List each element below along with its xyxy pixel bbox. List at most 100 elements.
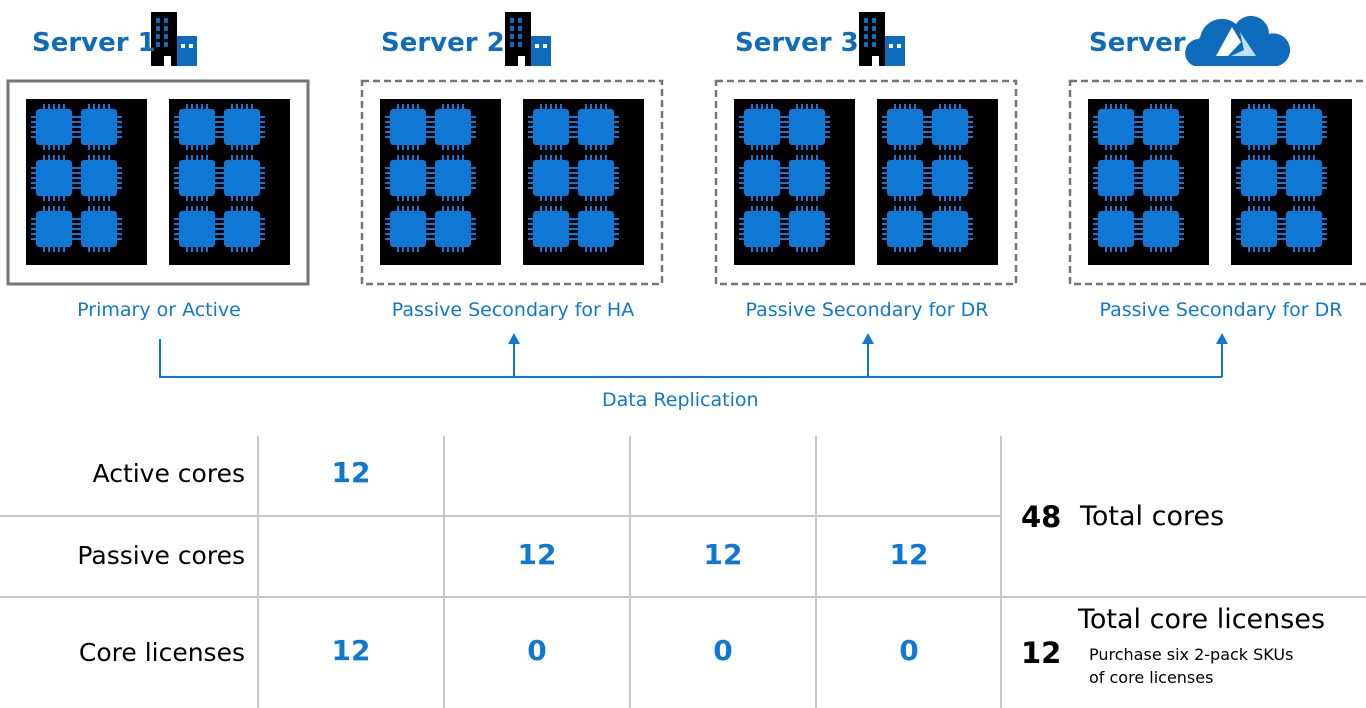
cell-licenses-server-4: 0 xyxy=(899,634,919,667)
cpu-core-icon xyxy=(1236,104,1282,150)
cpu-core-icon xyxy=(1138,104,1184,150)
cpu-core-icon xyxy=(76,206,122,252)
server-1 xyxy=(6,12,310,286)
cpu-core-icon xyxy=(1138,155,1184,201)
cpu-core-icon xyxy=(739,104,785,150)
processor-board-2 xyxy=(1231,99,1352,265)
cpu-core-icon xyxy=(385,206,431,252)
total-core-licenses-value: 12 xyxy=(1021,636,1062,670)
processor-board-1 xyxy=(1088,99,1209,265)
cpu-core-icon xyxy=(1093,206,1139,252)
cpu-core-icon xyxy=(784,104,830,150)
processor-board-2 xyxy=(523,99,644,265)
cell-passive-server-2: 12 xyxy=(517,538,557,571)
cpu-core-icon xyxy=(528,206,574,252)
cpu-core-icon xyxy=(573,206,619,252)
total-cores-label: Total cores xyxy=(1080,501,1225,532)
table-grid xyxy=(0,436,1366,708)
cpu-core-icon xyxy=(174,206,220,252)
cell-licenses-server-3: 0 xyxy=(713,634,733,667)
cpu-core-icon xyxy=(430,155,476,201)
server-3 xyxy=(714,12,1018,286)
server-frame-dashed xyxy=(714,79,1018,286)
cell-active-server-1: 12 xyxy=(331,456,371,489)
cpu-core-icon xyxy=(784,155,830,201)
arrow-up-icon xyxy=(508,333,520,344)
cpu-core-icon xyxy=(385,104,431,150)
row-label-passive-cores: Passive cores xyxy=(77,541,245,570)
office-building-icon xyxy=(505,12,551,66)
cpu-core-icon xyxy=(1138,206,1184,252)
cell-licenses-server-1: 12 xyxy=(331,634,371,667)
server-1-role-label: Primary or Active xyxy=(77,299,241,321)
cpu-core-icon xyxy=(882,155,928,201)
server-1-title: Server 1 xyxy=(32,28,156,58)
cpu-core-icon xyxy=(1236,155,1282,201)
cpu-core-icon xyxy=(739,155,785,201)
cpu-core-icon xyxy=(784,206,830,252)
cpu-core-icon xyxy=(430,104,476,150)
cpu-core-icon xyxy=(31,104,77,150)
cpu-core-icon xyxy=(219,104,265,150)
cpu-core-icon xyxy=(927,104,973,150)
processor-board-1 xyxy=(734,99,855,265)
server-4-title: Server 4 xyxy=(1089,28,1213,58)
cpu-core-icon xyxy=(1281,155,1327,201)
cpu-core-icon xyxy=(219,155,265,201)
cpu-core-icon xyxy=(1093,104,1139,150)
server-2-title: Server 2 xyxy=(381,28,505,58)
cpu-core-icon xyxy=(573,155,619,201)
cpu-core-icon xyxy=(882,206,928,252)
cpu-core-icon xyxy=(739,206,785,252)
cpu-core-icon xyxy=(1236,206,1282,252)
cpu-core-icon xyxy=(219,206,265,252)
data-replication-connector xyxy=(159,333,1228,378)
cpu-core-icon xyxy=(31,206,77,252)
cell-passive-server-3: 12 xyxy=(703,538,743,571)
cpu-core-icon xyxy=(927,206,973,252)
cpu-core-icon xyxy=(76,155,122,201)
office-building-icon xyxy=(859,12,905,66)
data-replication-label: Data Replication xyxy=(602,389,759,411)
row-label-core-licenses: Core licenses xyxy=(78,638,245,667)
processor-board-1 xyxy=(380,99,501,265)
licensing-note-line-2: of core licenses xyxy=(1089,668,1214,687)
server-4 xyxy=(1068,15,1366,286)
cpu-core-icon xyxy=(385,155,431,201)
cpu-core-icon xyxy=(528,155,574,201)
cpu-core-icon xyxy=(1281,206,1327,252)
cpu-core-icon xyxy=(573,104,619,150)
server-3-title: Server 3 xyxy=(735,28,859,58)
cpu-core-icon xyxy=(430,206,476,252)
server-frame-dashed xyxy=(360,79,664,286)
cpu-core-icon xyxy=(174,155,220,201)
total-cores-value: 48 xyxy=(1021,500,1062,534)
server-3-role-label: Passive Secondary for DR xyxy=(745,299,989,321)
cpu-core-icon xyxy=(927,155,973,201)
cpu-core-icon xyxy=(76,104,122,150)
processor-board-2 xyxy=(169,99,290,265)
processor-board-2 xyxy=(877,99,998,265)
cpu-core-icon xyxy=(1093,155,1139,201)
office-building-icon xyxy=(151,12,197,66)
cpu-core-icon xyxy=(174,104,220,150)
processor-board-1 xyxy=(26,99,147,265)
cpu-core-icon xyxy=(528,104,574,150)
server-frame-solid xyxy=(6,79,310,286)
row-label-active-cores: Active cores xyxy=(92,459,245,488)
server-frame-dashed xyxy=(1068,79,1366,286)
licensing-note-line-1: Purchase six 2-pack SKUs xyxy=(1089,645,1294,664)
server-4-role-label: Passive Secondary for DR xyxy=(1099,299,1343,321)
server-2 xyxy=(360,12,664,286)
cpu-core-icon xyxy=(882,104,928,150)
azure-cloud-icon xyxy=(1185,15,1291,66)
total-core-licenses-label: Total core licenses xyxy=(1078,604,1326,635)
cpu-core-icon xyxy=(1281,104,1327,150)
replication-line xyxy=(159,339,1222,378)
arrow-up-icon xyxy=(1216,333,1228,344)
arrow-up-icon xyxy=(862,333,874,344)
cell-licenses-server-2: 0 xyxy=(527,634,547,667)
cell-passive-server-4: 12 xyxy=(889,538,929,571)
cpu-core-icon xyxy=(31,155,77,201)
